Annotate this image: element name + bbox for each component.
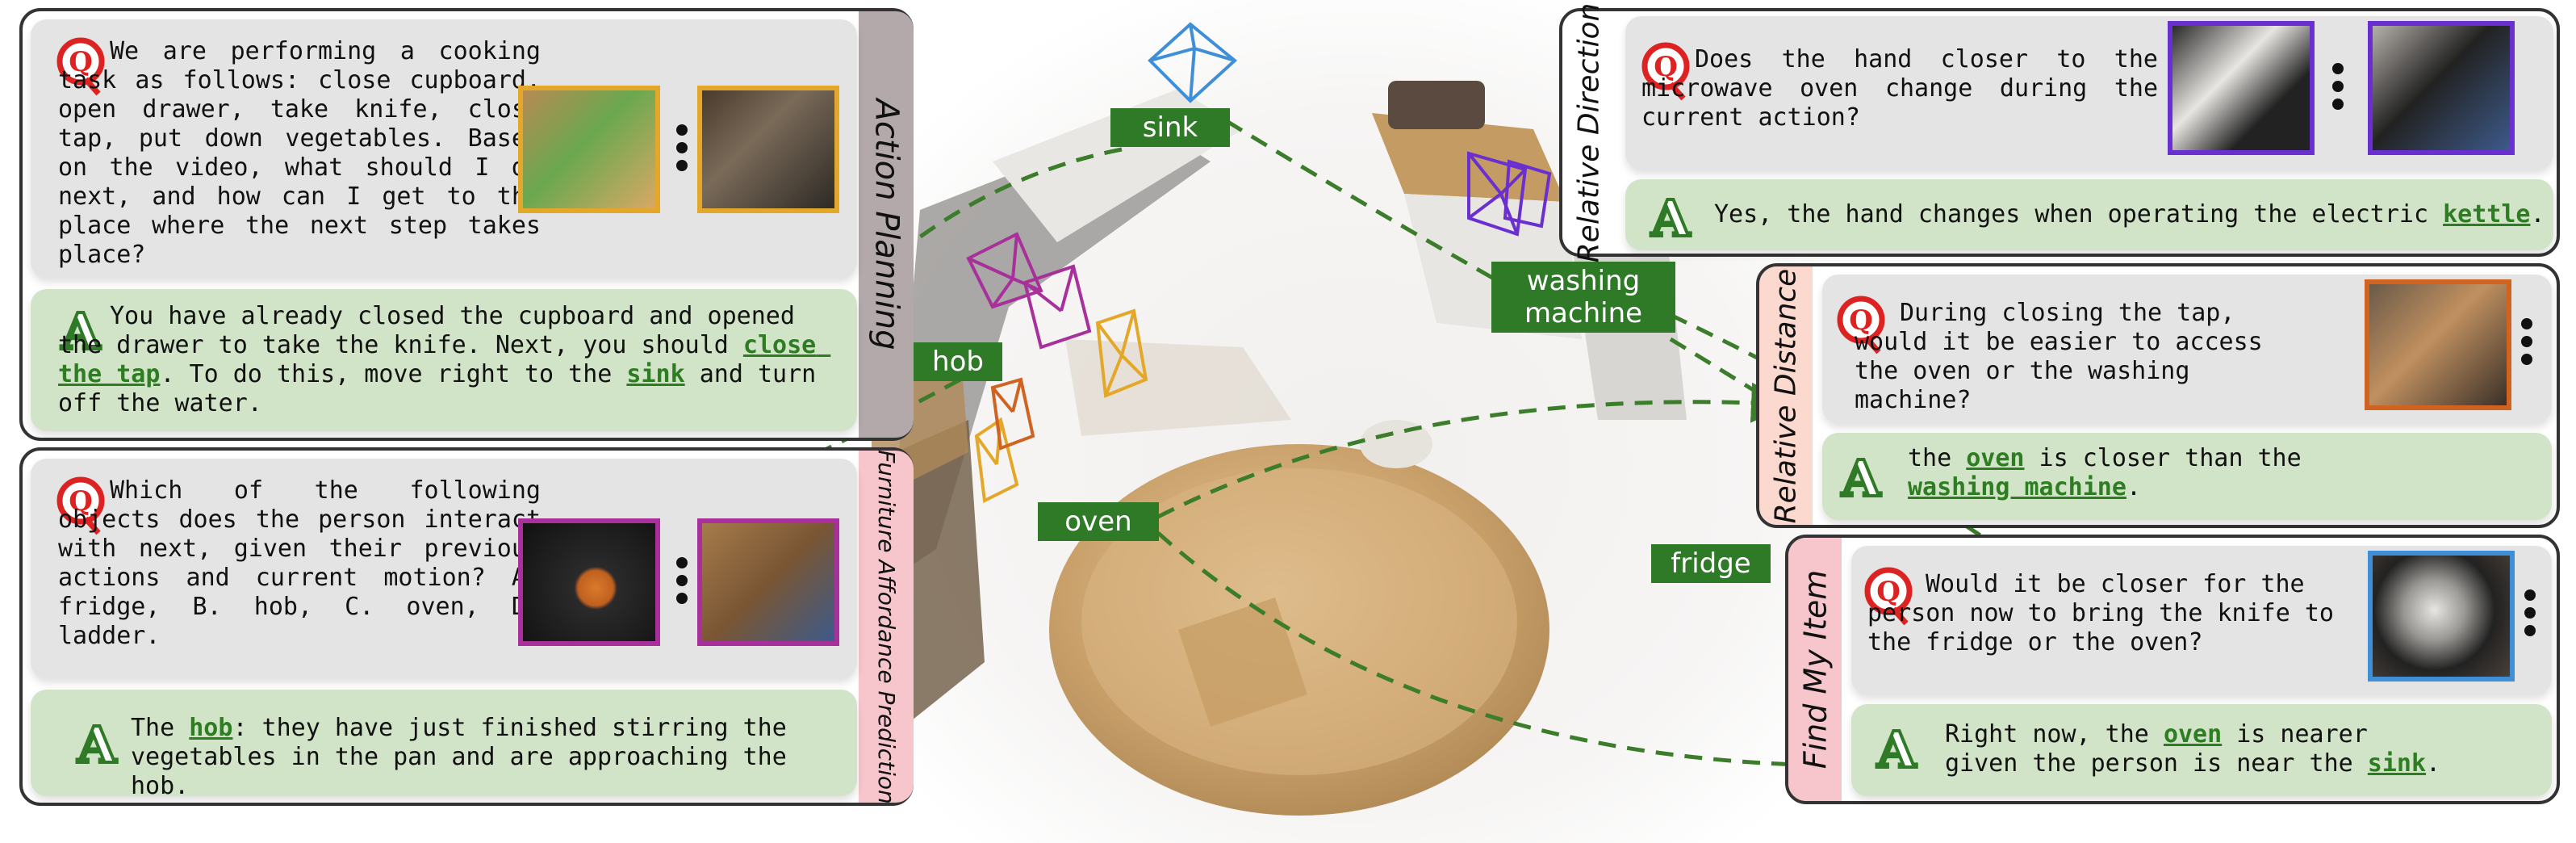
- arrow-oven-to-distance: [1156, 382, 1792, 519]
- arrow-oven-to-item: [1156, 531, 2131, 770]
- video-frame: [2365, 279, 2511, 410]
- video-frame-end: [697, 518, 839, 646]
- svg-text:Q: Q: [1876, 576, 1901, 608]
- svg-text:A: A: [77, 717, 117, 769]
- tab-find-my-item: Find My Item: [1788, 538, 1842, 801]
- tag-washing-machine: washing machine: [1491, 262, 1675, 333]
- svg-text:A: A: [1841, 451, 1881, 502]
- answer-text: The hob: they have just finished stirrin…: [131, 714, 801, 800]
- svg-text:Q: Q: [1849, 304, 1873, 337]
- highlight-sink: sink: [626, 360, 685, 388]
- tab-relative-distance: Relative Distance: [1759, 266, 1813, 525]
- video-frame: [2368, 551, 2515, 682]
- video-frame-end: [2368, 21, 2515, 155]
- svg-text:A: A: [1650, 191, 1691, 242]
- tag-hob: hob: [914, 342, 1002, 381]
- answer-box: A You have already closed the cupboard a…: [31, 289, 857, 431]
- answer-text: the oven is closer than the washing mach…: [1908, 444, 2316, 501]
- question-icon: Q: [56, 37, 105, 96]
- ellipsis-icon: [2521, 318, 2532, 371]
- question-icon: Q: [56, 476, 105, 535]
- svg-text:Q: Q: [69, 46, 93, 78]
- answer-icon: A: [59, 304, 102, 355]
- question-icon: Q: [1864, 567, 1913, 626]
- panel-furniture-affordance: Furniture Affordance Prediction Q Which …: [19, 447, 914, 806]
- question-box: Q We are performing a cooking task as fo…: [31, 19, 857, 278]
- ellipsis-icon: [676, 557, 688, 610]
- svg-text:A: A: [61, 304, 101, 355]
- panel-action-planning: Action Planning Q We are performing a co…: [19, 8, 914, 441]
- highlight-close-the-tap: close the tap: [58, 331, 831, 388]
- answer-box: A Right now, the oven is nearer given th…: [1851, 704, 2552, 796]
- tag-fridge: fridge: [1651, 544, 1771, 583]
- svg-text:Q: Q: [69, 485, 93, 518]
- tab-furniture-affordance: Furniture Affordance Prediction: [859, 450, 914, 803]
- tab-action-planning: Action Planning: [859, 11, 914, 438]
- tag-sink: sink: [1110, 108, 1230, 147]
- answer-icon: A: [75, 717, 119, 769]
- answer-box: A the oven is closer than the washing ma…: [1822, 433, 2552, 520]
- highlight-oven: oven: [1966, 444, 2025, 472]
- question-text: Does the hand closer to the microwave ov…: [1641, 45, 2173, 132]
- video-frame-end: [697, 86, 839, 213]
- answer-box: A The hob: they have just finished stirr…: [31, 690, 857, 800]
- question-box: Q During closing the tap, would it be ea…: [1822, 275, 2552, 423]
- ellipsis-icon: [676, 124, 688, 178]
- tab-relative-direction: Relative Direction: [1562, 2, 1616, 262]
- answer-text: Yes, the hand changes when operating the…: [1714, 200, 2545, 229]
- panel-find-my-item: Find My Item Q Would it be closer for th…: [1785, 535, 2560, 804]
- question-box: Q Does the hand closer to the microwave …: [1625, 16, 2553, 170]
- tag-oven: oven: [1038, 502, 1159, 541]
- question-icon: Q: [1837, 296, 1885, 354]
- question-text: We are performing a cooking task as foll…: [58, 37, 541, 269]
- ellipsis-icon: [2332, 63, 2344, 116]
- highlight-hob: hob: [189, 714, 233, 742]
- answer-icon: A: [1875, 722, 1918, 774]
- panel-relative-distance: Relative Distance Q During closing the t…: [1756, 263, 2560, 528]
- svg-text:A: A: [1876, 722, 1917, 774]
- question-icon: Q: [1641, 42, 1690, 101]
- highlight-oven: oven: [2163, 720, 2223, 749]
- question-box: Q Would it be closer for the person now …: [1851, 546, 2552, 694]
- answer-text: Right now, the oven is nearer given the …: [1945, 720, 2441, 778]
- panel-relative-direction: Relative Direction Q Does the hand close…: [1559, 2, 2560, 262]
- highlight-sink: sink: [2367, 749, 2427, 778]
- video-frame-start: [2168, 21, 2315, 155]
- video-frame-start: [518, 518, 660, 646]
- highlight-washing-machine: washing machine: [1908, 473, 2126, 501]
- answer-box: A Yes, the hand changes when operating t…: [1625, 179, 2553, 250]
- question-text: Which of the following objects does the …: [58, 476, 541, 650]
- answer-text: You have already closed the cupboard and…: [58, 302, 831, 417]
- svg-text:Q: Q: [1654, 51, 1678, 83]
- question-text: Would it be closer for the person now to…: [1867, 570, 2349, 656]
- question-box: Q Which of the following objects does th…: [31, 459, 857, 678]
- answer-icon: A: [1839, 451, 1883, 502]
- answer-icon: A: [1649, 191, 1692, 242]
- highlight-kettle: kettle: [2443, 200, 2531, 229]
- question-text: During closing the tap, would it be easi…: [1855, 299, 2277, 414]
- ellipsis-icon: [2524, 589, 2536, 643]
- video-frame-start: [518, 86, 660, 213]
